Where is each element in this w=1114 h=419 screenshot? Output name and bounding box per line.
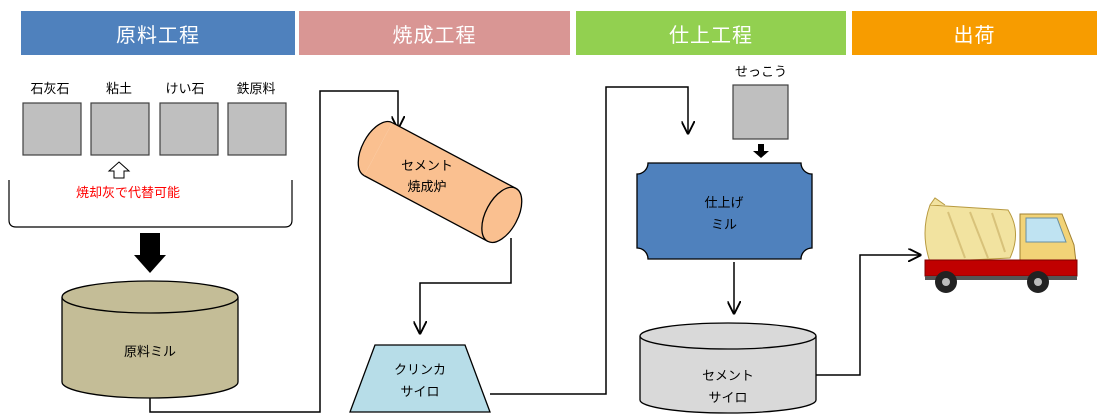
kiln (357, 120, 523, 244)
kiln-back-end (357, 120, 393, 177)
truck-drum-stripes (947, 211, 1006, 259)
down-arrow-icon (134, 233, 166, 273)
raw-material-label-clay: 粘土 (106, 82, 132, 97)
kiln-label-line1: セメント (401, 159, 453, 174)
gypsum-box (732, 84, 789, 140)
gypsum-label: せっこう (735, 65, 787, 80)
truck-frame (925, 276, 1077, 280)
raw-material-box-clay (90, 102, 150, 156)
raw-material-label-silica: けい石 (165, 82, 204, 97)
stage-header-finishing: 仕上工程 (576, 11, 846, 55)
cement-silo-label-line2: サイロ (708, 391, 747, 406)
mixer-truck-icon (924, 197, 1078, 293)
ash-substitute-note: 焼却灰で代替可能 (76, 186, 180, 201)
truck-hub-rear (942, 278, 950, 286)
raw-material-box-limestone (22, 102, 82, 156)
cement-silo-body (639, 336, 817, 414)
truck-drum (924, 204, 1016, 263)
connector-kiln-to-clinker-silo (420, 238, 512, 333)
stage-label-firing: 焼成工程 (392, 22, 477, 47)
stage-header-raw: 原料工程 (21, 11, 295, 55)
stage-header-firing: 焼成工程 (299, 11, 570, 55)
raw-materials-brace (8, 180, 293, 228)
clinker-silo-label-line2: サイロ (400, 385, 439, 400)
kiln-body-fill (364, 122, 516, 242)
raw-mill-top (61, 280, 239, 314)
clinker-silo (349, 344, 491, 413)
connector-clinker-to-finish-mill (490, 86, 688, 395)
truck-window (1025, 217, 1067, 243)
finish-mill-label-line1: 仕上げ (704, 196, 743, 211)
stage-label-finishing: 仕上工程 (669, 22, 753, 47)
kiln-label-line2: 焼成炉 (407, 180, 446, 195)
raw-material-box-iron (227, 102, 287, 156)
truck-hub-front (1034, 278, 1042, 286)
raw-material-label-limestone: 石灰石 (30, 82, 69, 97)
finish-mill (636, 162, 813, 260)
connector-rawmill-to-kiln (149, 90, 398, 413)
raw-material-box-silica (159, 102, 219, 156)
kiln-top-edge (391, 122, 517, 189)
kiln-front-end (481, 186, 523, 244)
clinker-silo-label-line1: クリンカ (394, 363, 446, 378)
connector-silo-to-truck (816, 255, 920, 376)
truck-hopper (929, 197, 946, 206)
stage-label-raw: 原料工程 (116, 22, 200, 47)
finish-mill-label-line2: ミル (711, 218, 737, 233)
cement-silo-top (639, 322, 817, 350)
raw-mill-label: 原料ミル (124, 345, 176, 360)
cement-silo-label-line1: セメント (702, 369, 754, 384)
kiln-bottom-edge (363, 175, 489, 242)
gypsum-down-arrow-icon (753, 144, 769, 158)
stage-header-shipping: 出荷 (852, 11, 1097, 55)
up-arrow-icon (107, 161, 131, 179)
stage-label-shipping: 出荷 (953, 22, 996, 47)
raw-material-label-iron: 鉄原料 (236, 82, 275, 97)
